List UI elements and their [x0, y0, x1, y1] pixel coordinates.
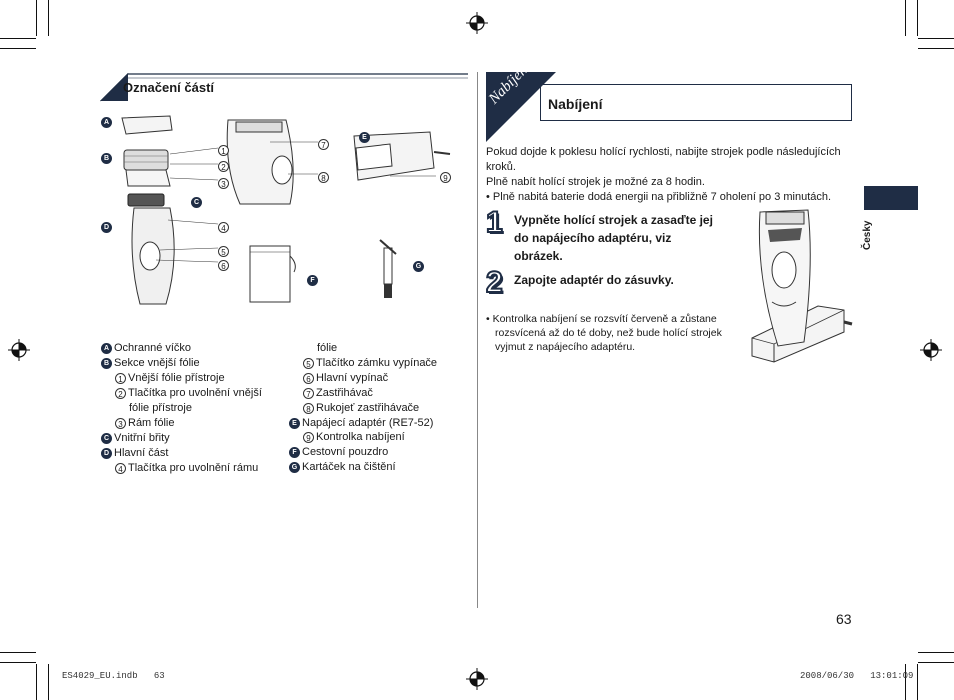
shaver-in-adapter-illustration	[751, 209, 853, 363]
badge-f: F	[307, 275, 318, 287]
registration-mark-left-icon	[8, 339, 30, 361]
callout-2: 2	[218, 161, 229, 173]
left-header-triangle	[100, 73, 128, 101]
step-2-text: Zapojte adaptér do zásuvky.	[514, 273, 674, 287]
callout-7: 7	[318, 139, 329, 151]
intro-text: Pokud dojde k poklesu holící rychlosti, …	[486, 145, 856, 205]
intro-line-1: Pokud dojde k poklesu holící rychlosti, …	[486, 146, 841, 158]
intro-line-3: Plně nabít holící strojek je možné za 8 …	[486, 176, 705, 188]
language-label: Česky	[862, 220, 873, 250]
list-item: fólie	[317, 342, 338, 354]
intro-line-2: kroků.	[486, 161, 516, 173]
callout-3: 3	[218, 178, 229, 190]
step-2-number: 2	[485, 265, 504, 300]
language-tab	[864, 186, 918, 210]
registration-mark-top-icon	[466, 12, 488, 34]
callout-6: 6	[218, 260, 229, 272]
intro-bullet: • Plně nabitá baterie dodá energii na př…	[486, 191, 832, 203]
callout-1: 1	[218, 145, 229, 157]
step-1-line-2: do napájecího adaptéru, viz	[514, 231, 672, 245]
page-title-right: Nabíjení	[548, 96, 603, 112]
page-title-left: Označení částí	[123, 80, 215, 95]
note-line-1: • Kontrolka nabíjení se rozsvítí červeně…	[486, 313, 717, 325]
note-line-2: rozsvícená až do té doby, než bude holíc…	[495, 327, 722, 339]
footer-datetime: 2008/06/30 13:01:09	[800, 671, 914, 681]
callout-8: 8	[318, 172, 329, 184]
callout-4: 4	[218, 222, 229, 234]
badge-c: C	[191, 197, 202, 209]
badge-b: B	[101, 153, 112, 165]
note-text: • Kontrolka nabíjení se rozsvítí červeně…	[486, 312, 722, 354]
page-number: 63	[836, 611, 852, 627]
callout-5: 5	[218, 246, 229, 258]
step-1-line-1: Vypněte holící strojek a zasaďte jej	[514, 213, 713, 227]
right-header-box	[540, 84, 852, 121]
badge-a: A	[101, 117, 112, 129]
step-1-number: 1	[485, 205, 504, 240]
step-1-line-3: obrázek.	[514, 249, 563, 263]
step-1-text: Vypněte holící strojek a zasaďte jej do …	[514, 211, 713, 265]
badge-g: G	[413, 261, 424, 273]
badge-e: E	[359, 132, 370, 144]
footer-file: ES4029_EU.indb 63	[62, 671, 165, 681]
list-item: fólie přístroje	[129, 402, 192, 414]
badge-d: D	[101, 222, 112, 234]
right-header-corner	[486, 72, 556, 142]
note-line-3: vyjmut z napájecího adaptéru.	[495, 341, 636, 353]
registration-mark-right-icon	[920, 339, 942, 361]
page-divider	[477, 72, 478, 608]
registration-mark-bottom-icon	[466, 668, 488, 690]
parts-diagram	[121, 115, 451, 305]
callout-9: 9	[440, 172, 451, 184]
